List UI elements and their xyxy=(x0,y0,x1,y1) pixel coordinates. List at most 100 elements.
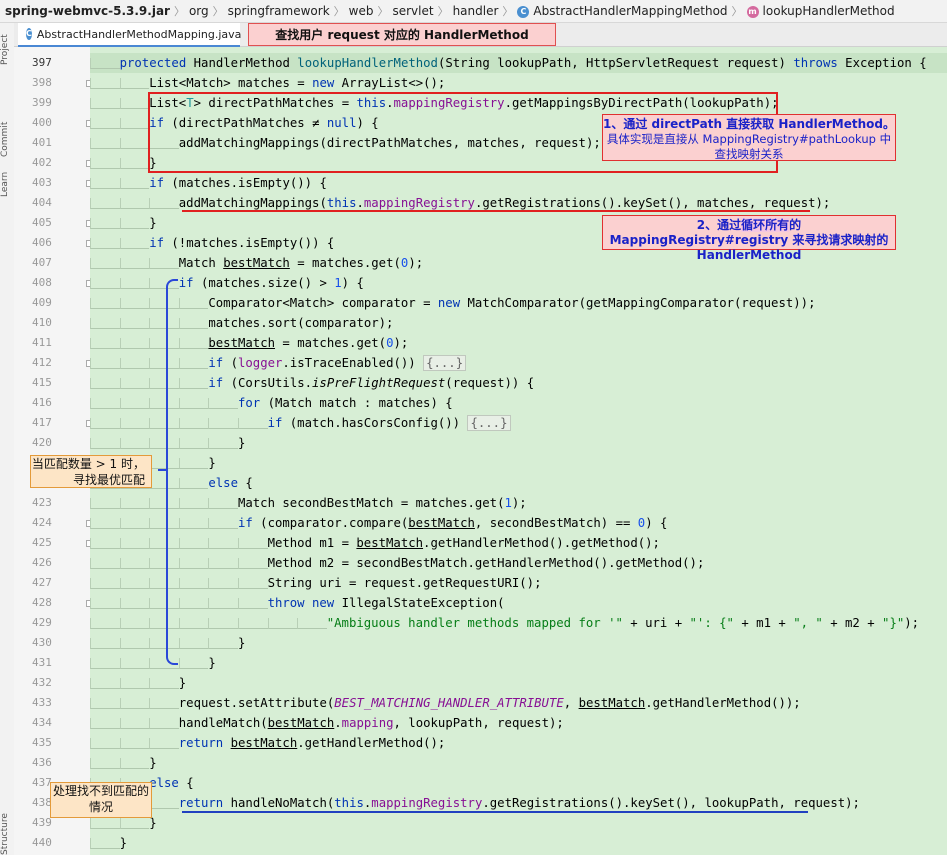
line-number: 431 xyxy=(32,656,52,669)
line-number: 438 xyxy=(32,796,52,809)
registry-loop-underline xyxy=(182,210,810,212)
folded-code-region[interactable]: {...} xyxy=(423,355,467,371)
breadcrumb-servlet[interactable]: servlet xyxy=(392,4,434,18)
code-line-408: if (matches.size() > 1) { xyxy=(90,273,947,293)
note-direct-path: 1、通过 directPath 直接获取 HandlerMethod。 具体实现… xyxy=(602,114,896,161)
line-number: 412 xyxy=(32,356,52,369)
chevron-right-icon: 〉 xyxy=(731,5,743,18)
breadcrumb: spring-webmvc-5.3.9.jar 〉 org 〉 springfr… xyxy=(0,0,947,23)
line-number: 405 xyxy=(32,216,52,229)
code-line-420: } xyxy=(90,433,947,453)
code-line-430: } xyxy=(90,633,947,653)
chevron-right-icon: 〉 xyxy=(377,5,389,18)
line-number: 406 xyxy=(32,236,52,249)
code-line-410: matches.sort(comparator); xyxy=(90,313,947,333)
note-registry-loop-highlight: 循环所有 xyxy=(741,218,790,232)
code-line-433: request.setAttribute(BEST_MATCHING_HANDL… xyxy=(90,693,947,713)
code-line-435: return bestMatch.getHandlerMethod(); xyxy=(90,733,947,753)
line-number: 407 xyxy=(32,256,52,269)
code-line-429: "Ambiguous handler methods mapped for '"… xyxy=(90,613,947,633)
line-number: 420 xyxy=(32,436,52,449)
line-number: 398 xyxy=(32,76,52,89)
code-line-399: List<T> directPathMatches = this.mapping… xyxy=(90,93,947,113)
method-icon: m xyxy=(746,5,759,18)
code-line-438: return handleNoMatch(this.mappingRegistr… xyxy=(90,793,947,813)
line-number: 416 xyxy=(32,396,52,409)
code-line-437: else { xyxy=(90,773,947,793)
code-line-440: } xyxy=(90,833,947,853)
code-line-411: bestMatch = matches.get(0); xyxy=(90,333,947,353)
code-line-409: Comparator<Match> comparator = new Match… xyxy=(90,293,947,313)
code-line-400: if (directPathMatches ≠ null) { xyxy=(90,113,947,133)
note-no-match: 处理找不到匹配的情况 xyxy=(50,782,152,818)
breadcrumb-handler[interactable]: handler xyxy=(452,4,499,18)
class-icon: C xyxy=(517,5,530,18)
line-number: 434 xyxy=(32,716,52,729)
code-line-425: Method m1 = bestMatch.getHandlerMethod()… xyxy=(90,533,947,553)
line-number: 404 xyxy=(32,196,52,209)
breadcrumb-web[interactable]: web xyxy=(348,4,374,18)
line-number: 410 xyxy=(32,316,52,329)
line-number: 409 xyxy=(32,296,52,309)
line-number: 426 xyxy=(32,556,52,569)
code-line-403: if (matches.isEmpty()) { xyxy=(90,173,947,193)
note-registry-loop-a: 2、通过 xyxy=(696,218,742,232)
title-annotation: 查找用户 request 对应的 HandlerMethod xyxy=(248,23,556,46)
code-line-416: for (Match match : matches) { xyxy=(90,393,947,413)
code-line-404: addMatchingMappings(this.mappingRegistry… xyxy=(90,193,947,213)
line-number: 436 xyxy=(32,756,52,769)
line-number: 424 xyxy=(32,516,52,529)
code-line-434: handleMatch(bestMatch.mapping, lookupPat… xyxy=(90,713,947,733)
breadcrumb-springframework[interactable]: springframework xyxy=(227,4,330,18)
chevron-right-icon: 〉 xyxy=(437,5,449,18)
code-editor[interactable]: protected HandlerMethod lookupHandlerMet… xyxy=(90,47,947,855)
code-line-439: } xyxy=(90,813,947,833)
folded-code-region[interactable]: {...} xyxy=(467,415,511,431)
tab-abstract-handler-method-mapping[interactable]: C AbstractHandlerMethodMapping.java × xyxy=(18,23,259,48)
code-line-432: } xyxy=(90,673,947,693)
code-line-398: List<Match> matches = new ArrayList<>(); xyxy=(90,73,947,93)
code-line-424: if (comparator.compare(bestMatch, second… xyxy=(90,513,947,533)
code-line-428: throw new IllegalStateException( xyxy=(90,593,947,613)
line-number: 440 xyxy=(32,836,52,849)
code-line-422: else { xyxy=(90,473,947,493)
breadcrumb-class-label: AbstractHandlerMappingMethod xyxy=(533,4,728,18)
code-line-415: if (CorsUtils.isPreFlightRequest(request… xyxy=(90,373,947,393)
chevron-right-icon: 〉 xyxy=(502,5,514,18)
class-icon: C xyxy=(26,28,32,40)
note-best-match: 当匹配数量 > 1 时，寻找最优匹配 xyxy=(30,455,152,488)
note-registry-loop-b: 的 MappingRegistry#registry 来寻找请求映射的 Hand… xyxy=(609,218,889,262)
code-line-401: addMatchingMappings(directPathMatches, m… xyxy=(90,133,947,153)
line-number: 397 xyxy=(32,56,52,69)
line-number: 399 xyxy=(32,96,52,109)
tool-window-strip: Project Commit Learn Structure xyxy=(0,23,15,855)
chevron-right-icon: 〉 xyxy=(333,5,345,18)
breadcrumb-org[interactable]: org xyxy=(188,4,209,18)
tool-project[interactable]: Project xyxy=(0,34,10,65)
note-registry-loop: 2、通过循环所有的 MappingRegistry#registry 来寻找请求… xyxy=(602,215,896,262)
line-number: 423 xyxy=(32,496,52,509)
code-line-407: Match bestMatch = matches.get(0); xyxy=(90,253,947,273)
tool-commit[interactable]: Commit xyxy=(0,121,10,157)
tool-learn[interactable]: Learn xyxy=(0,171,10,197)
line-number: 400 xyxy=(32,116,52,129)
note-direct-path-title: 1、通过 directPath 直接获取 HandlerMethod。 xyxy=(603,117,895,131)
code-line-423: Match secondBestMatch = matches.get(1); xyxy=(90,493,947,513)
breadcrumb-method-label: lookupHandlerMethod xyxy=(762,4,895,18)
tab-label: AbstractHandlerMethodMapping.java xyxy=(36,27,242,41)
line-number: 433 xyxy=(32,696,52,709)
note-direct-path-detail: 具体实现是直接从 MappingRegistry#pathLookup 中查找映… xyxy=(606,132,892,161)
tool-structure[interactable]: Structure xyxy=(0,813,10,855)
line-number: 401 xyxy=(32,136,52,149)
best-match-brace xyxy=(166,279,178,665)
chevron-right-icon: 〉 xyxy=(173,5,185,18)
code-line-427: String uri = request.getRequestURI(); xyxy=(90,573,947,593)
breadcrumb-jar[interactable]: spring-webmvc-5.3.9.jar xyxy=(5,4,170,18)
code-line-402: } xyxy=(90,153,947,173)
chevron-right-icon: 〉 xyxy=(212,5,224,18)
line-number: 429 xyxy=(32,616,52,629)
code-line-417: if (match.hasCorsConfig()) {...} xyxy=(90,413,947,433)
line-number: 403 xyxy=(32,176,52,189)
